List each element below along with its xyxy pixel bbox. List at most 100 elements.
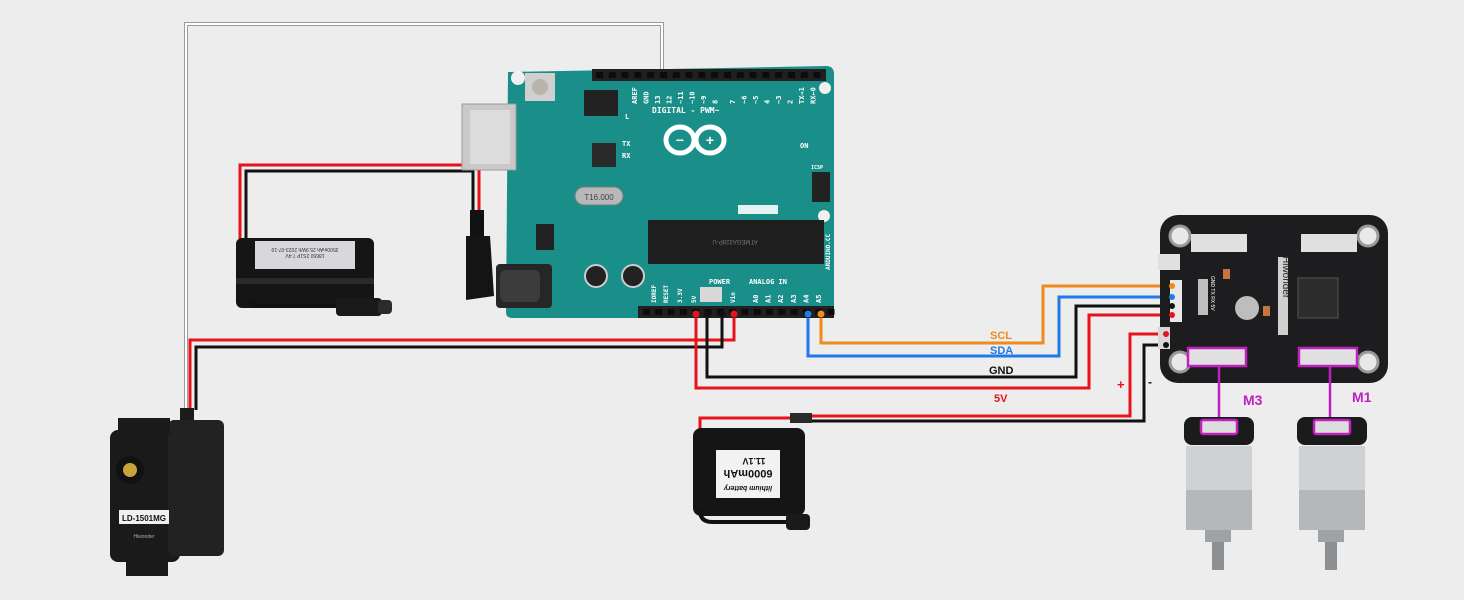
motor-port-m2 [1301, 234, 1357, 252]
pin-vin-marker [730, 310, 738, 318]
header-socket [698, 72, 706, 78]
battery-small-line2: 18650 2S1P 7.4V [285, 252, 325, 258]
wires [184, 22, 1172, 430]
digital-pin-label: ~11 [677, 91, 685, 104]
power-header-label: POWER [709, 278, 731, 286]
label-scl: SCL [990, 330, 1012, 342]
servo-ld1501mg: LD-1501MG Hiwonder [110, 408, 224, 576]
atmega-chip [648, 220, 824, 264]
battery-small-line1: 3500mAh 25.9Wh 2023-07-19 [271, 246, 338, 252]
svg-text:+: + [706, 132, 714, 148]
digital-pin-label: RX←0 [810, 87, 818, 104]
dc-jack-female [336, 298, 382, 316]
header-socket [736, 72, 744, 78]
header-socket [778, 309, 786, 315]
digital-pin-label: ~10 [689, 91, 697, 104]
pin-a5-marker [817, 310, 825, 318]
analog-pin-label: A4 [802, 295, 810, 303]
header-socket [667, 309, 675, 315]
analog-pin-label: A2 [777, 295, 785, 303]
analog-header-label: ANALOG IN [749, 278, 787, 286]
encoder-motor-m3 [1184, 417, 1254, 570]
brand-label: ARDUINO.CC [825, 233, 832, 270]
header-socket [655, 309, 663, 315]
digital-pin-label: 8 [712, 100, 720, 104]
label-sda: SDA [990, 345, 1013, 357]
crystal [574, 186, 624, 206]
icsp-label: ICSP [811, 165, 823, 171]
led-label-l: L [625, 113, 629, 121]
header-socket [660, 72, 667, 78]
driver-header-pins: GND TX RX 5V [1209, 276, 1215, 311]
label-minus: - [1148, 375, 1152, 389]
analog-pin-label: A3 [790, 295, 798, 303]
header-socket [679, 309, 687, 315]
pin-a4-marker [804, 310, 812, 318]
header-socket [741, 309, 749, 315]
pin-5v-marker [692, 310, 700, 318]
icsp-header [812, 172, 830, 202]
wire-servo-power [188, 314, 736, 410]
power-pin-label: 3.3V [677, 288, 684, 303]
analog-pin-label: A0 [752, 295, 760, 303]
crystal-label: T16.000 [584, 193, 614, 202]
power-pin-label: IOREF [651, 285, 658, 303]
header-socket [762, 72, 770, 78]
digital-pin-label: 4 [764, 100, 772, 104]
header-socket [685, 72, 693, 78]
wire-battery-small-black [244, 169, 475, 240]
wire-5v [694, 313, 1172, 390]
battery-11v1: 6000mAh 11.1V lithium battery [693, 413, 812, 530]
analog-pin-label: A1 [765, 295, 773, 303]
header-socket [672, 72, 680, 78]
digital-pin-label: AREF [631, 87, 639, 104]
header-socket [621, 72, 629, 78]
capacitor [621, 264, 645, 288]
digital-pin-label: 7 [729, 100, 737, 104]
label-m3: M3 [1243, 392, 1263, 408]
header-socket [643, 309, 650, 315]
digital-pin-label: 12 [666, 96, 674, 104]
svg-text:−: − [676, 132, 684, 148]
header-socket [766, 309, 773, 315]
header-socket [788, 72, 795, 78]
header-socket [647, 72, 655, 78]
i2c-port [1170, 280, 1182, 322]
header-socket [790, 309, 798, 315]
header-socket [608, 72, 616, 78]
wire-scl [819, 284, 1172, 345]
digital-pin-label: GND [643, 91, 651, 104]
power-pin-label: Vin [730, 292, 737, 303]
encoder-motor-m1 [1297, 417, 1367, 570]
header-socket [634, 72, 642, 78]
digital-pin-label: ~5 [752, 96, 760, 104]
digital-pin-label: ~6 [741, 96, 749, 104]
header-socket [711, 72, 719, 78]
battery-large-type: lithium battery [723, 484, 772, 491]
power-pin-label: 5V [691, 295, 698, 303]
battery-large-voltage: 11.1V [742, 456, 765, 466]
header-socket [596, 72, 603, 78]
motor-port-m4 [1191, 234, 1247, 252]
pin-gnd-marker [703, 310, 711, 318]
wire-driver-power-minus [810, 343, 1166, 423]
analog-pin-label: A5 [815, 295, 823, 303]
digital-pin-label: ~9 [700, 96, 708, 104]
motor-port-m1 [1297, 346, 1359, 368]
servo-model: LD-1501MG [122, 514, 166, 523]
capacitor [584, 264, 608, 288]
wire-gnd [705, 304, 1172, 379]
motor-port-m3 [1186, 346, 1248, 368]
driver-brand: Hiwonder [1280, 256, 1291, 299]
motor-cables [1217, 366, 1332, 422]
digital-pin-label: 13 [654, 96, 662, 104]
pin-markers [692, 310, 825, 318]
battery-7v4: 3500mAh 25.9Wh 2023-07-19 18650 2S1P 7.4… [236, 238, 392, 316]
digital-pin-label: 2 [787, 100, 795, 104]
header-socket [753, 309, 761, 315]
header-socket [724, 72, 731, 78]
dc-plug [466, 210, 494, 300]
header-socket [813, 72, 821, 78]
